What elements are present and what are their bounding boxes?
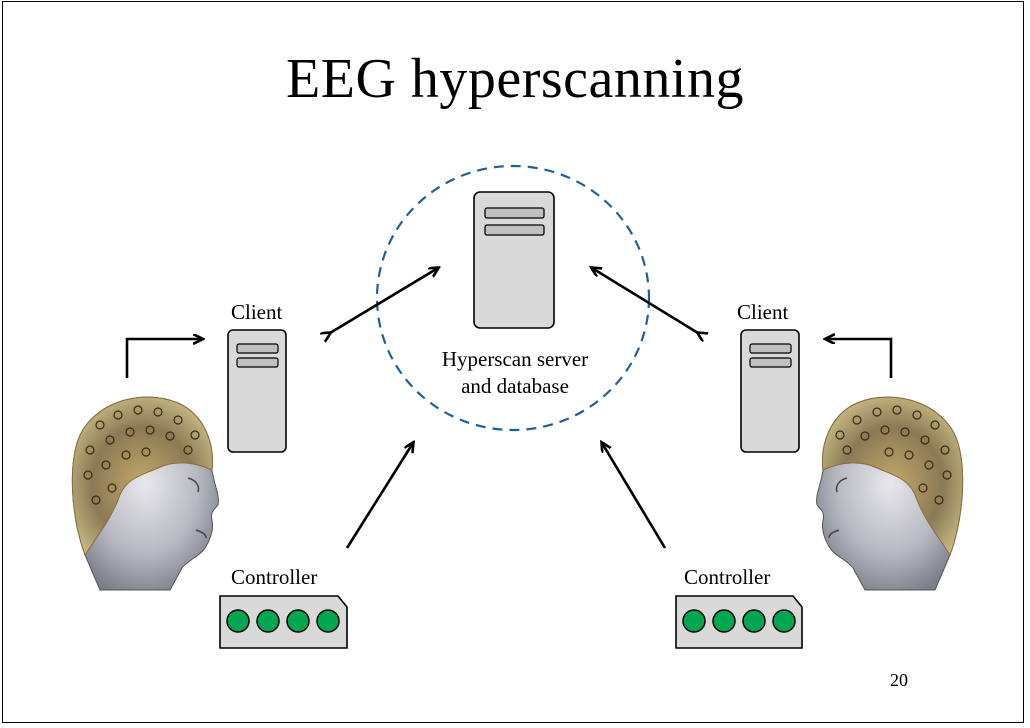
client-right-label: Client <box>737 300 789 324</box>
slide-title: EEG hyperscanning <box>286 48 744 110</box>
server-label: Hyperscan server and database <box>400 346 630 400</box>
client-left-icon <box>227 329 287 453</box>
controller-left-label: Controller <box>231 565 318 589</box>
server-label-line2: and database <box>461 374 569 398</box>
arrow-client-right-server <box>592 268 698 333</box>
arrow-head-right-client <box>826 339 893 378</box>
client-left-label: Client <box>231 300 283 324</box>
arrow-controller-left-server <box>345 443 413 549</box>
head-right-eeg-image <box>816 396 964 591</box>
head-left-eeg-image <box>71 396 219 591</box>
client-right-icon <box>740 329 800 453</box>
controller-left-icon <box>219 595 348 649</box>
arrow-controller-right-server <box>602 443 667 549</box>
controller-right-label: Controller <box>684 565 771 589</box>
server-label-line1: Hyperscan server <box>441 347 589 371</box>
arrow-head-left-client <box>125 339 202 378</box>
controller-right-icon <box>675 595 803 649</box>
page-number: 20 <box>890 670 908 690</box>
arrow-client-left-server <box>330 268 438 333</box>
server-icon <box>473 191 555 329</box>
